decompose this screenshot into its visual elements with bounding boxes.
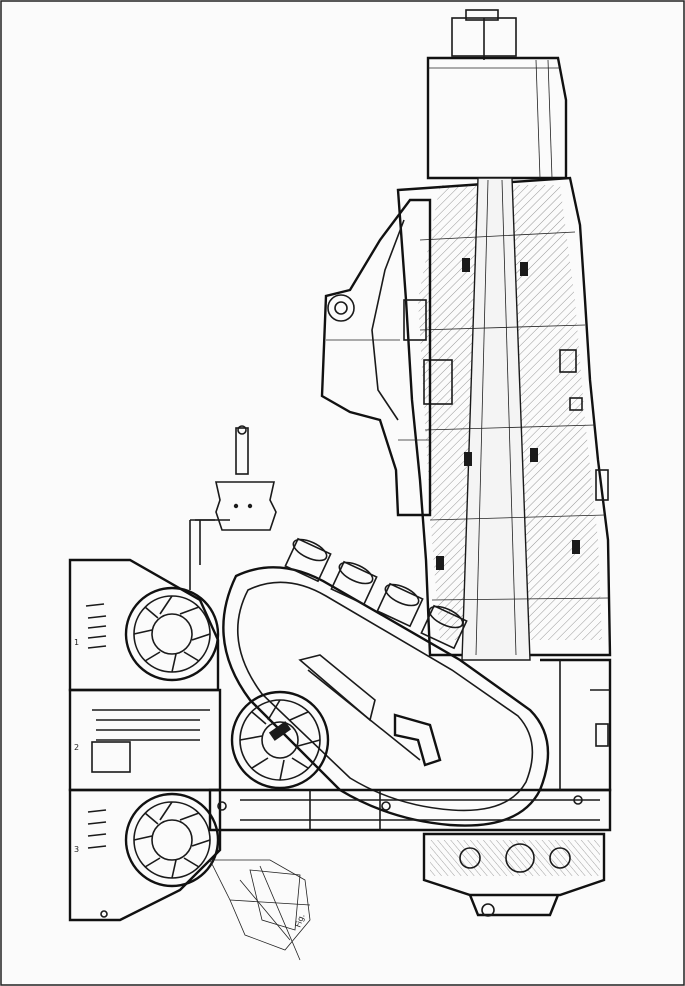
fan-rotor-middle [230,690,330,790]
detail-note-3: 3 [74,845,79,854]
spindle-assembly [396,176,612,661]
side-bracket [320,198,432,517]
pipe-bank [284,537,468,650]
fan-rotor-top [124,586,220,682]
left-frame [68,519,230,922]
bearing-stack [403,258,609,570]
sketch-note: Fig. [293,913,306,929]
fan-rotor-bottom [124,792,220,888]
motor-housing [426,9,568,180]
linkage-sketch [100,859,311,961]
base-frame [208,658,612,832]
detail-note-2: 2 [74,743,79,752]
annotations: 1 2 3 Fig. [74,638,307,929]
bolt-fixture [195,425,277,565]
detail-note-1: 1 [74,638,79,647]
lower-gearbox [422,832,606,917]
